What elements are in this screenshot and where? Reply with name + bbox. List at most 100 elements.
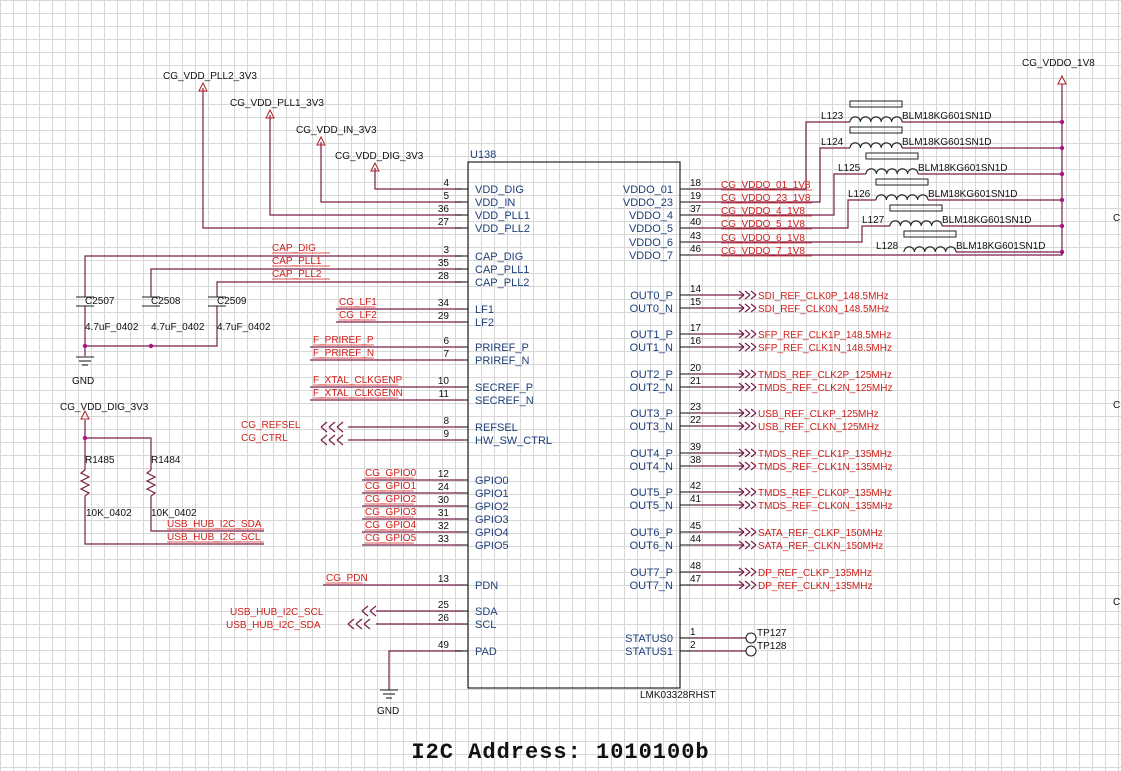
pin-number-refsel: 8 bbox=[443, 416, 449, 427]
i2c-address-caption: I2C Address: 1010100b bbox=[411, 740, 710, 765]
pullup-rail bbox=[80, 409, 90, 420]
pin-name-vddo-5: VDDO_5 bbox=[629, 223, 673, 235]
pin-number-out1-p: 17 bbox=[690, 323, 702, 334]
net-label-cg-lf1: CG_LF1 bbox=[339, 297, 377, 308]
pin-name-out5-p: OUT5_P bbox=[630, 487, 673, 499]
pin-number-gpio2: 30 bbox=[438, 495, 450, 506]
output-net-dp-ref-clkp-135mhz: DP_REF_CLKP_135MHz bbox=[758, 568, 872, 579]
pullup-net-scl: USB_HUB_I2C_SCL bbox=[167, 532, 261, 543]
ferrite-body-l125 bbox=[865, 152, 919, 160]
net-label-cg-lf2: CG_LF2 bbox=[339, 310, 377, 321]
output-net-usb-ref-clkn-125mhz: USB_REF_CLKN_125MHz bbox=[758, 422, 879, 433]
pin-name-out0-p: OUT0_P bbox=[630, 290, 673, 302]
pin-name-hw-sw-ctrl: HW_SW_CTRL bbox=[475, 435, 552, 447]
pin-name-vddo-6: VDDO_6 bbox=[629, 237, 673, 249]
ferrite-part-l125: BLM18KG601SN1D bbox=[918, 163, 1008, 174]
edge-mark-2: C bbox=[1113, 400, 1121, 411]
pin-number-scl: 26 bbox=[438, 613, 450, 624]
pin-number-gpio3: 31 bbox=[438, 508, 450, 519]
pin-name-out6-p: OUT6_P bbox=[630, 527, 673, 539]
test-point-tp127 bbox=[745, 632, 757, 644]
pullup-rail-label: CG_VDD_DIG_3V3 bbox=[60, 402, 149, 413]
pin-name-out3-p: OUT3_P bbox=[630, 408, 673, 420]
power-rail-label-cg-vdd-pll1-3v3: CG_VDD_PLL1_3V3 bbox=[230, 98, 324, 109]
pin-number-out6-p: 45 bbox=[690, 521, 702, 532]
pin-number-out7-p: 48 bbox=[690, 561, 702, 572]
vddo-net-cg-vddo-4-1v8: CG_VDDO_4_1V8 bbox=[721, 206, 805, 217]
pin-name-out5-n: OUT5_N bbox=[630, 500, 673, 512]
ctrl-wires bbox=[320, 421, 462, 446]
net-label-f-priref-p: F_PRIREF_P bbox=[313, 335, 374, 346]
pin-number-vddo-5: 40 bbox=[690, 217, 702, 228]
gpio-wires bbox=[362, 479, 462, 546]
pin-number-pdn: 13 bbox=[438, 574, 450, 585]
ferrite-body-l127 bbox=[889, 204, 943, 212]
pin-number-out3-p: 23 bbox=[690, 402, 702, 413]
vddo-net-cg-vddo-7-1v8: CG_VDDO_7_1V8 bbox=[721, 246, 805, 257]
net-label-f-xtal-clkgenp: F_XTAL_CLKGENP bbox=[313, 375, 403, 386]
pin-number-out3-n: 22 bbox=[690, 415, 702, 426]
ferrite-ref-l127: L127 bbox=[862, 215, 885, 226]
test-point-label-tp128: TP128 bbox=[757, 641, 787, 652]
output-net-tmds-ref-clk2p-125mhz: TMDS_REF_CLK2P_125MHz bbox=[758, 370, 892, 381]
cap-net-label-cap-pll2: CAP_PLL2 bbox=[272, 269, 322, 280]
net-label-f-priref-n: F_PRIREF_N bbox=[313, 348, 374, 359]
net-label-cg-gpio2: CG_GPIO2 bbox=[365, 494, 417, 505]
pin-number-out2-n: 21 bbox=[690, 376, 702, 387]
ic-reference: U138 bbox=[470, 149, 496, 161]
ferrite-coil-l124 bbox=[849, 142, 903, 149]
pin-name-secref-p: SECREF_P bbox=[475, 382, 533, 394]
pin-name-secref-n: SECREF_N bbox=[475, 395, 534, 407]
output-net-sdi-ref-clk0p-148-5mhz: SDI_REF_CLK0P_148.5MHz bbox=[758, 291, 889, 302]
pin-name-priref-n: PRIREF_N bbox=[475, 355, 529, 367]
power-flag-cg-vdd-pll1-3v3 bbox=[265, 108, 275, 119]
pin-name-vdd-in: VDD_IN bbox=[475, 197, 515, 209]
ferrite-ref-l128: L128 bbox=[876, 241, 899, 252]
pin-number-out0-n: 15 bbox=[690, 297, 702, 308]
pin-name-vdd-pll2: VDD_PLL2 bbox=[475, 223, 530, 235]
pin-number-gpio0: 12 bbox=[438, 469, 450, 480]
net-label-cg-gpio1: CG_GPIO1 bbox=[365, 481, 417, 492]
vddo-net-cg-vddo-23-1v8: CG_VDDO_23_1V8 bbox=[721, 193, 811, 204]
pin-name-vddo-23: VDDO_23 bbox=[623, 197, 673, 209]
test-point-tp128 bbox=[745, 645, 757, 657]
ferrite-part-l124: BLM18KG601SN1D bbox=[902, 137, 992, 148]
pin-number-priref-p: 6 bbox=[443, 336, 449, 347]
pin-name-out6-n: OUT6_N bbox=[630, 540, 673, 552]
pin-number-status0: 1 bbox=[690, 627, 696, 638]
cap-net-label-cap-dig: CAP_DIG bbox=[272, 243, 316, 254]
ferrite-part-l127: BLM18KG601SN1D bbox=[942, 215, 1032, 226]
net-label-cg-gpio4: CG_GPIO4 bbox=[365, 520, 417, 531]
output-net-sfp-ref-clk1p-148-5mhz: SFP_REF_CLK1P_148.5MHz bbox=[758, 330, 891, 341]
pin-number-out6-n: 44 bbox=[690, 534, 702, 545]
pin-number-cap-pll2: 28 bbox=[438, 271, 450, 282]
output-net-tmds-ref-clk2n-125mhz: TMDS_REF_CLK2N_125MHz bbox=[758, 383, 893, 394]
resistor-value-r1484: 10K_0402 bbox=[151, 508, 197, 519]
ferrite-body-l123 bbox=[849, 100, 903, 108]
ferrite-ref-l124: L124 bbox=[821, 137, 844, 148]
pin-name-lf2: LF2 bbox=[475, 317, 494, 329]
power-rail-label-cg-vdd-pll2-3v3: CG_VDD_PLL2_3V3 bbox=[163, 71, 257, 82]
ferrite-coil-l127 bbox=[889, 220, 943, 227]
pin-number-cap-pll1: 35 bbox=[438, 258, 450, 269]
pin-number-vdd-dig: 4 bbox=[443, 178, 449, 189]
pin-number-cap-dig: 3 bbox=[443, 245, 449, 256]
pin-name-gpio2: GPIO2 bbox=[475, 501, 509, 513]
test-point-label-tp127: TP127 bbox=[757, 628, 787, 639]
pin-number-gpio5: 33 bbox=[438, 534, 450, 545]
right-pins: 18VDDO_0119VDDO_2337VDDO_440VDDO_543VDDO… bbox=[623, 178, 702, 658]
ferrite-part-l123: BLM18KG601SN1D bbox=[902, 111, 992, 122]
pin-number-status1: 2 bbox=[690, 640, 696, 651]
vddo-net-cg-vddo-6-1v8: CG_VDDO_6_1V8 bbox=[721, 233, 805, 244]
ferrite-ref-l126: L126 bbox=[848, 189, 871, 200]
output-net-tmds-ref-clk0n-135mhz: TMDS_REF_CLK0N_135MHz bbox=[758, 501, 893, 512]
cap-ref-c2509: C2509 bbox=[217, 296, 247, 307]
pin-name-out7-n: OUT7_N bbox=[630, 580, 673, 592]
cap-wires bbox=[82, 255, 462, 356]
pin-name-pad: PAD bbox=[475, 646, 497, 658]
pin-number-secref-p: 10 bbox=[438, 376, 450, 387]
pin-name-cap-dig: CAP_DIG bbox=[475, 251, 523, 263]
